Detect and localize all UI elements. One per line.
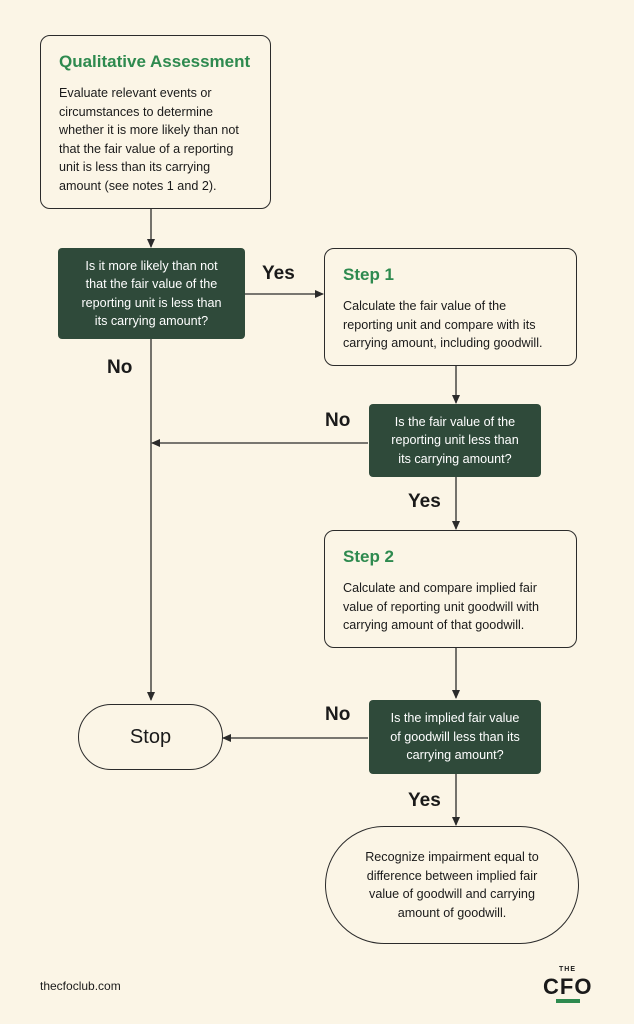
decision-more-likely-than-not: Is it more likely than not that the fair… (58, 248, 245, 339)
decision-fair-value-less: Is the fair value of the reporting unit … (369, 404, 541, 477)
qualitative-body: Evaluate relevant events or circumstance… (59, 86, 239, 193)
label-no-3: No (325, 704, 351, 725)
step2-title: Step 2 (343, 547, 395, 566)
label-yes-1: Yes (262, 263, 295, 284)
footer-site: thecfoclub.com (40, 979, 121, 993)
recognize-impairment-terminal: Recognize impairment equal to difference… (325, 826, 579, 944)
decision-implied-fair-value-less: Is the implied fair value of goodwill le… (369, 700, 541, 774)
logo-cfo-text: CFO (543, 974, 593, 999)
step1-body: Calculate the fair value of the reportin… (343, 299, 543, 350)
qualitative-assessment-box: Qualitative Assessment Evaluate relevant… (40, 35, 271, 209)
step2-body: Calculate and compare implied fair value… (343, 581, 540, 632)
label-no-2: No (325, 410, 351, 431)
logo-underline (556, 999, 580, 1003)
label-no-1: No (107, 357, 133, 378)
label-yes-2: Yes (408, 491, 441, 512)
label-yes-3: Yes (408, 790, 441, 811)
step1-title: Step 1 (343, 265, 395, 284)
logo-the-text: THE (559, 966, 576, 973)
qualitative-title: Qualitative Assessment (59, 52, 251, 71)
step1-box: Step 1 Calculate the fair value of the r… (324, 248, 577, 366)
stop-label: Stop (129, 725, 172, 748)
step2-box: Step 2 Calculate and compare implied fai… (324, 530, 577, 648)
stop-terminal: Stop (78, 704, 223, 770)
